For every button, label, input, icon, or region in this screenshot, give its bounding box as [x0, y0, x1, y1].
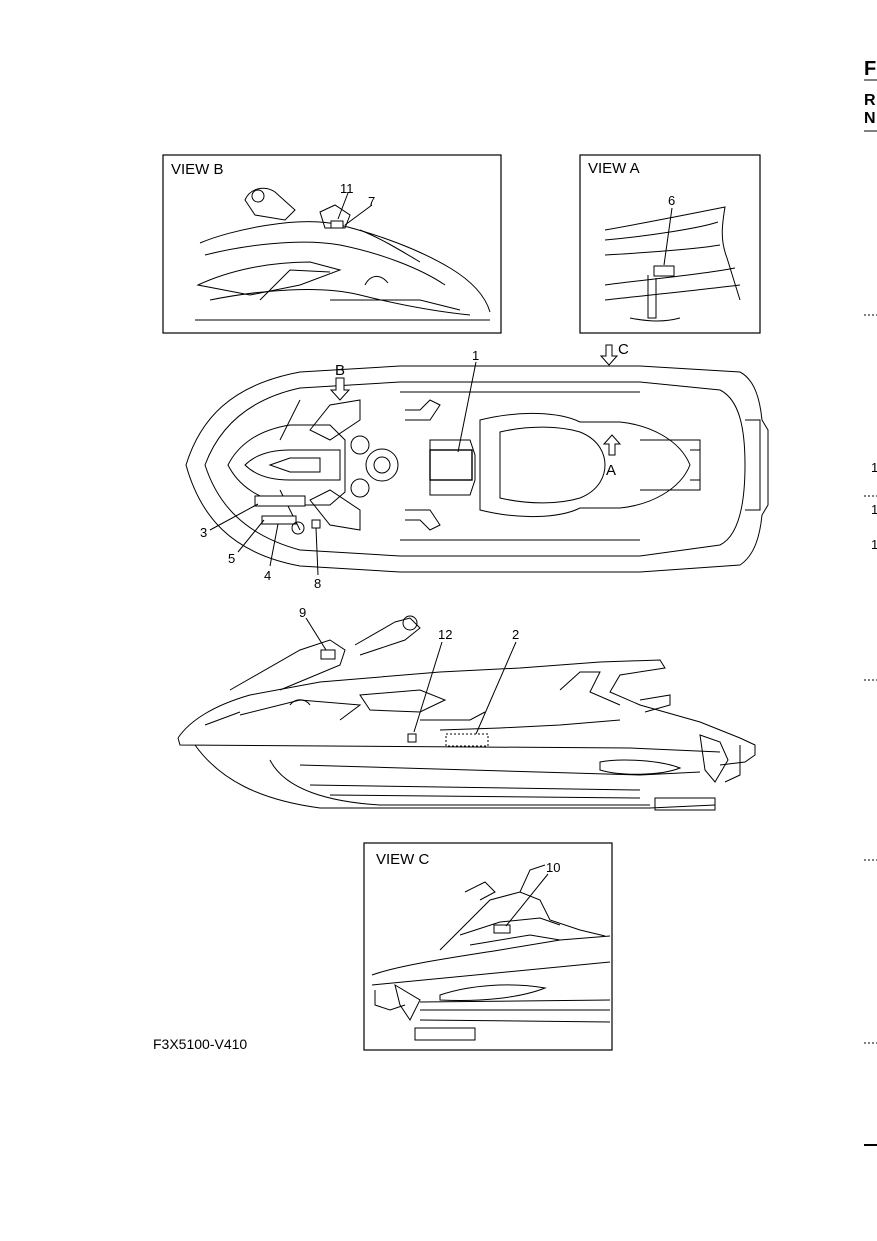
arrow-a-letter: A [606, 462, 616, 479]
edge-number-3: 1 [871, 537, 877, 552]
callout-2: 2 [512, 627, 519, 642]
label-box-2 [445, 733, 489, 747]
view-b-panel: VIEW B 11 7 [162, 154, 502, 334]
view-a-drawing [604, 206, 741, 322]
edge-dashes [864, 314, 877, 1044]
label-box-view-b [330, 220, 344, 229]
view-c-drawing [371, 864, 611, 1041]
callout-7: 7 [368, 194, 375, 209]
view-a-panel: VIEW A 6 [579, 154, 761, 334]
figure-code: F3X5100-V410 [153, 1036, 248, 1052]
view-c-panel: VIEW C 10 [363, 842, 613, 1051]
callout-3: 3 [200, 525, 207, 540]
callout-5: 5 [228, 551, 235, 566]
callout-10: 10 [546, 860, 560, 875]
edge-letter-r: R [864, 92, 876, 109]
view-b-drawing [195, 187, 491, 321]
arrow-a-icon [602, 434, 622, 456]
arrow-b-letter: B [335, 362, 345, 379]
label-box-9 [320, 649, 336, 660]
callout-9: 9 [299, 605, 306, 620]
arrow-c-letter: C [618, 341, 629, 358]
label-box-10 [493, 924, 511, 934]
label-box-view-a [653, 265, 675, 277]
view-a-title: VIEW A [588, 160, 640, 177]
callout-11: 11 [340, 181, 354, 196]
edge-number-1: 1 [871, 460, 877, 475]
side-view-watercraft: 9 12 2 [177, 605, 756, 811]
edge-number-2: 1 [871, 502, 877, 517]
callout-1: 1 [472, 348, 479, 363]
view-b-title: VIEW B [171, 161, 224, 178]
label-box-12 [407, 733, 417, 743]
callout-8: 8 [314, 576, 321, 591]
top-view-watercraft: B C A 1 3 5 4 8 [185, 341, 769, 591]
view-c-title: VIEW C [376, 851, 430, 868]
label-box-4 [261, 515, 297, 525]
callout-12: 12 [438, 627, 452, 642]
arrow-c-icon [599, 344, 619, 366]
callout-4: 4 [264, 568, 271, 583]
callout-6: 6 [668, 193, 675, 208]
label-box-8 [311, 519, 321, 529]
edge-letter-n: N [864, 110, 876, 127]
label-box-3 [254, 495, 306, 507]
edge-letter-f: F [864, 58, 877, 80]
edge-rules [864, 79, 877, 1146]
label-box-1 [429, 449, 473, 481]
arrow-b-icon [329, 377, 351, 401]
